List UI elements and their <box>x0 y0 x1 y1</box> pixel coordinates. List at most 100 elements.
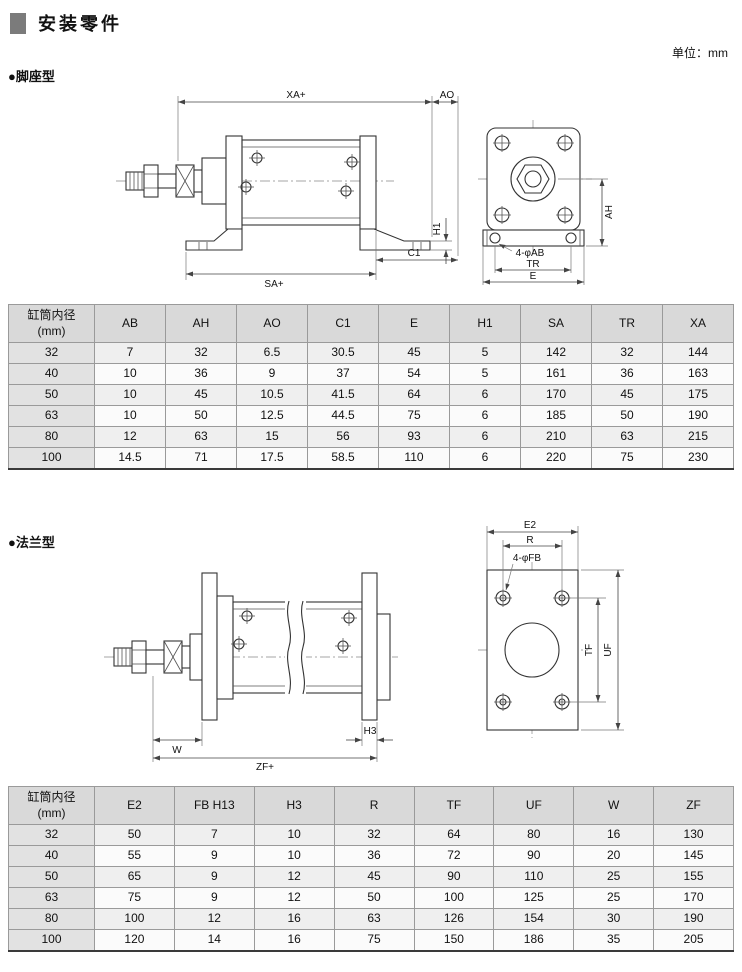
value-cell: 161 <box>520 363 592 385</box>
value-cell: 64 <box>378 384 450 406</box>
value-cell: 6 <box>449 426 521 448</box>
tie-rod-nut-icon <box>238 150 360 199</box>
value-cell: 80 <box>493 824 575 846</box>
bore-cell: 32 <box>8 824 95 846</box>
value-cell: 45 <box>378 342 450 364</box>
value-cell: 64 <box>413 824 495 846</box>
dim-label-h1: H1 <box>432 222 443 235</box>
bore-cell: 32 <box>8 342 95 364</box>
value-cell: 10 <box>94 405 166 427</box>
value-cell: 32 <box>591 342 663 364</box>
value-cell: 14 <box>173 929 255 951</box>
dim-label-tr: TR <box>526 259 539 270</box>
value-cell: 30 <box>573 908 655 930</box>
value-cell: 100 <box>94 908 175 930</box>
bore-cell: 50 <box>8 384 95 406</box>
value-cell: 9 <box>236 363 308 385</box>
dim-label-w: W <box>172 745 182 756</box>
value-cell: 120 <box>94 929 175 951</box>
column-header: H1 <box>449 304 521 343</box>
bore-cell: 80 <box>8 908 95 930</box>
value-cell: 10 <box>94 384 166 406</box>
value-cell: 30.5 <box>307 342 379 364</box>
value-cell: 6 <box>449 405 521 427</box>
column-header: H3 <box>253 786 335 825</box>
value-cell: 170 <box>520 384 592 406</box>
value-cell: 14.5 <box>94 447 166 469</box>
foot-side-view <box>116 135 431 251</box>
value-cell: 32 <box>333 824 415 846</box>
column-header: AO <box>236 304 308 343</box>
dim-label-fb: 4-φFB <box>513 553 541 564</box>
value-cell: 7 <box>94 342 166 364</box>
value-cell: 185 <box>520 405 592 427</box>
value-cell: 5 <box>449 363 521 385</box>
value-cell: 9 <box>173 887 255 909</box>
value-cell: 145 <box>653 845 734 867</box>
dim-label-ao: AO <box>440 90 455 101</box>
value-cell: 6 <box>449 384 521 406</box>
value-cell: 75 <box>378 405 450 427</box>
column-header: AB <box>94 304 166 343</box>
value-cell: 12.5 <box>236 405 308 427</box>
value-cell: 20 <box>573 845 655 867</box>
value-cell: 45 <box>165 384 237 406</box>
foot-mount-heading: ●脚座型 <box>8 69 55 84</box>
value-cell: 44.5 <box>307 405 379 427</box>
value-cell: 41.5 <box>307 384 379 406</box>
value-cell: 65 <box>94 866 175 888</box>
column-header: XA <box>662 304 734 343</box>
value-cell: 25 <box>573 866 655 888</box>
value-cell: 9 <box>173 866 255 888</box>
bore-cell: 100 <box>8 447 95 469</box>
dim-label-sa: SA+ <box>264 279 283 290</box>
flange-heading: ●法兰型 <box>8 535 55 550</box>
value-cell: 6 <box>449 447 521 469</box>
value-cell: 50 <box>591 405 663 427</box>
dim-label-c1: C1 <box>408 248 421 259</box>
value-cell: 163 <box>662 363 734 385</box>
dim-label-e: E <box>530 271 537 282</box>
value-cell: 215 <box>662 426 734 448</box>
value-cell: 12 <box>94 426 166 448</box>
value-cell: 36 <box>591 363 663 385</box>
dim-label-uf: UF <box>603 643 614 656</box>
value-cell: 50 <box>165 405 237 427</box>
flange-side-dimensions: W H3 ZF+ <box>152 676 393 773</box>
flange-mount-drawing: W H3 ZF+ <box>104 520 624 773</box>
value-cell: 17.5 <box>236 447 308 469</box>
bore-cell: 63 <box>8 405 95 427</box>
break-line <box>301 600 305 695</box>
column-header: R <box>333 786 415 825</box>
column-header: SA <box>520 304 592 343</box>
bore-header-line2: (mm) <box>37 805 66 820</box>
bore-cell: 100 <box>8 929 95 951</box>
value-cell: 50 <box>333 887 415 909</box>
value-cell: 63 <box>165 426 237 448</box>
dim-label-zf: ZF+ <box>256 762 274 773</box>
value-cell: 93 <box>378 426 450 448</box>
value-cell: 16 <box>253 929 335 951</box>
bore-cell: 40 <box>8 845 95 867</box>
bore-header-line1: 缸筒内径 <box>27 307 76 322</box>
column-header: ZF <box>653 786 734 825</box>
bore-cell: 50 <box>8 866 95 888</box>
value-cell: 230 <box>662 447 734 469</box>
bore-header: 缸筒内径 (mm) <box>8 304 95 343</box>
value-cell: 45 <box>333 866 415 888</box>
column-header: AH <box>165 304 237 343</box>
page-title: 安装零件 <box>38 14 122 34</box>
value-cell: 36 <box>333 845 415 867</box>
value-cell: 50 <box>94 824 175 846</box>
